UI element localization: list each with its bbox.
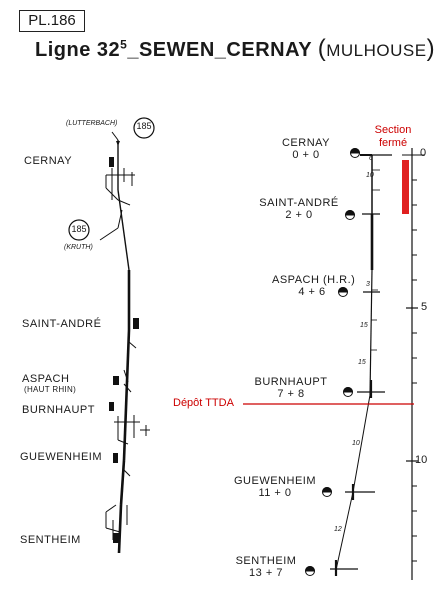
schematic-track xyxy=(99,131,150,554)
schematic-station-cernay: CERNAY xyxy=(24,155,73,167)
line-superscript: 5 xyxy=(120,37,128,52)
gradient-profile-line xyxy=(330,154,392,576)
profile-station-km: 0 + 0 xyxy=(292,149,320,161)
line-badge-top: 185 xyxy=(136,121,152,131)
schematic-station-saint-andre: SAINT-ANDRÉ xyxy=(22,318,102,330)
scale-tick-0: 0 xyxy=(420,147,427,159)
schematic-station-buildings xyxy=(109,157,139,543)
schematic-station-aspach-sub: (HAUT RHIN) xyxy=(24,385,77,394)
section-ferme-annotation: Section fermé xyxy=(370,124,416,150)
gradient-label: 3 xyxy=(366,281,370,288)
lutterbach-label: (LUTTERBACH) xyxy=(66,120,118,127)
profile-station-km: 7 + 8 xyxy=(277,388,305,400)
depot-ttda-annotation: Dépôt TTDA xyxy=(173,397,234,409)
profile-station-name: BURNHAUPT xyxy=(254,376,328,388)
gradient-label: 15 xyxy=(360,322,368,329)
scale-tick-10: 10 xyxy=(415,454,428,466)
profile-station-name: SAINT-ANDRÉ xyxy=(259,197,339,209)
gradient-label: 15 xyxy=(358,359,366,366)
profile-station-km: 2 + 0 xyxy=(285,209,313,221)
profile-station-km: 11 + 0 xyxy=(258,487,292,499)
profile-station-saint-andre: SAINT-ANDRÉ 2 + 0 xyxy=(254,197,344,221)
scale-tick-5: 5 xyxy=(421,301,428,313)
gradient-label: 6 xyxy=(369,155,373,162)
closed-section-bar xyxy=(402,160,409,214)
profile-station-km: 4 + 6 xyxy=(298,286,326,298)
profile-station-cernay: CERNAY 0 + 0 xyxy=(268,137,344,161)
profile-station-name: ASPACH (H.R.) xyxy=(272,274,356,286)
schematic-station-aspach-name: ASPACH xyxy=(22,373,70,385)
profile-station-km: 13 + 7 xyxy=(249,567,283,579)
profile-station-name: SENTHEIM xyxy=(235,555,297,567)
line-badge-bottom: 185 xyxy=(71,224,87,234)
section-ferme-line1: Section xyxy=(374,124,412,136)
schematic-station-aspach: ASPACH (HAUT RHIN) xyxy=(22,373,76,394)
paren-close: ) xyxy=(426,35,436,62)
line-prefix: Ligne 32 xyxy=(35,39,121,61)
line-route: _SEWEN_CERNAY xyxy=(127,39,312,61)
distance-scale xyxy=(402,148,425,580)
profile-station-guewenheim: GUEWENHEIM 11 + 0 xyxy=(228,475,322,499)
plate-number: PL.186 xyxy=(19,10,85,32)
section-ferme-line2: fermé xyxy=(378,137,408,149)
profile-station-burnhaupt: BURNHAUPT 7 + 8 xyxy=(246,376,336,400)
mulhouse-label: MULHOUSE xyxy=(326,41,427,60)
schematic-station-sentheim: SENTHEIM xyxy=(20,534,81,546)
schematic-station-guewenheim: GUEWENHEIM xyxy=(20,451,102,463)
line-badge-circles xyxy=(68,117,155,241)
gradient-label: 12 xyxy=(334,526,342,533)
profile-station-name: CERNAY xyxy=(281,137,331,149)
schematic-station-burnhaupt: BURNHAUPT xyxy=(22,404,95,416)
profile-station-sentheim: SENTHEIM 13 + 7 xyxy=(226,555,306,579)
gradient-label: 10 xyxy=(366,172,374,179)
gradient-label: 10 xyxy=(352,440,360,447)
profile-station-name: GUEWENHEIM xyxy=(234,475,316,487)
kruth-label: (KRUTH) xyxy=(64,244,93,251)
station-markers xyxy=(304,148,361,576)
line-title: Ligne 325_SEWEN_CERNAY (MULHOUSE) xyxy=(35,35,435,63)
profile-station-aspach: ASPACH (H.R.) 4 + 6 xyxy=(272,274,356,298)
paren-open: ( xyxy=(317,35,327,62)
